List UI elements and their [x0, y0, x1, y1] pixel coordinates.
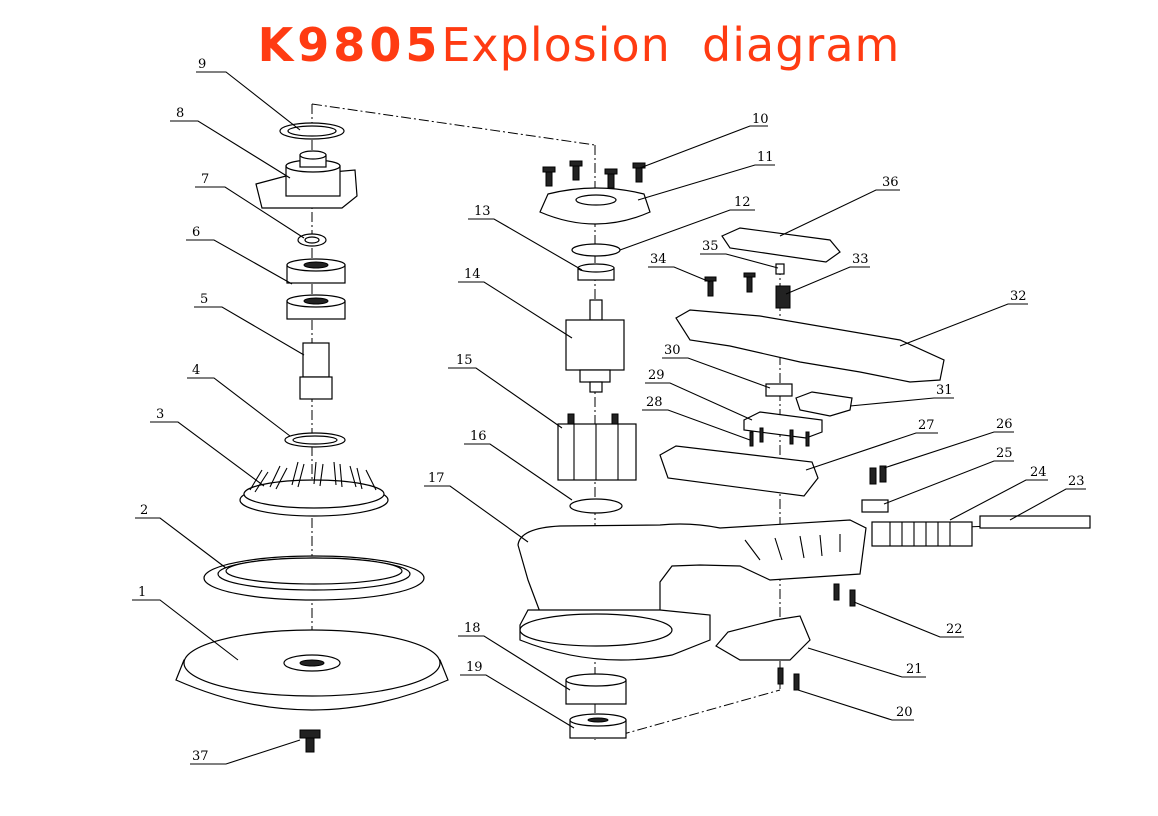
- part-33-spring: [775, 285, 791, 309]
- callout-32: 32: [1010, 289, 1027, 304]
- part-5-shaft: [299, 342, 333, 400]
- callout-35: 35: [702, 239, 719, 254]
- title-text: Explosion diagram: [441, 18, 901, 72]
- part-37-bolt: [299, 729, 321, 753]
- part-6-bearings: [286, 258, 346, 320]
- part-27-controller: [659, 445, 819, 497]
- callout-4: 4: [192, 363, 200, 378]
- part-10-screws: [542, 160, 646, 189]
- callout-27: 27: [918, 418, 935, 433]
- part-8-counterweight: [255, 150, 358, 209]
- callout-1: 1: [138, 585, 146, 600]
- callout-24: 24: [1030, 465, 1047, 480]
- callout-3: 3: [156, 407, 164, 422]
- callout-19: 19: [466, 660, 483, 675]
- callout-7: 7: [201, 172, 209, 187]
- callout-15: 15: [456, 353, 473, 368]
- part-4-circlip: [284, 432, 346, 448]
- callout-30: 30: [664, 343, 681, 358]
- part-29-pcb: [743, 411, 823, 439]
- callout-14: 14: [464, 267, 481, 282]
- callout-8: 8: [176, 106, 184, 121]
- part-7-washer: [297, 233, 327, 247]
- part-3-fan: [239, 461, 389, 517]
- part-1-pad: [175, 629, 449, 711]
- part-28-pins: [749, 427, 810, 447]
- part-2-ring: [203, 555, 425, 601]
- callout-10: 10: [752, 112, 769, 127]
- part-34-screws: [704, 272, 756, 297]
- callout-labels: 9 8 7 6 5 4 3 2 1 37 10 11 12 13 14 15 1…: [138, 57, 1085, 764]
- part-35-spring-pin: [775, 263, 785, 275]
- callout-23: 23: [1068, 474, 1085, 489]
- part-20-screws: [777, 667, 800, 691]
- callout-13: 13: [474, 204, 491, 219]
- callout-22: 22: [946, 622, 963, 637]
- callout-9: 9: [198, 57, 206, 72]
- part-23-cable: [979, 515, 1091, 529]
- callout-21: 21: [906, 662, 923, 677]
- part-30-connector: [765, 383, 793, 397]
- callout-6: 6: [192, 225, 200, 240]
- part-18-bearing-seat: [565, 673, 627, 705]
- callout-5: 5: [200, 292, 208, 307]
- part-14-rotor: [565, 299, 625, 393]
- callout-16: 16: [470, 429, 487, 444]
- callout-11: 11: [757, 150, 774, 165]
- part-9-circlip: [279, 122, 345, 140]
- model-number: K9805: [257, 18, 442, 72]
- callout-29: 29: [648, 368, 665, 383]
- callout-2: 2: [140, 503, 148, 518]
- part-13-bearing: [577, 263, 615, 281]
- callout-18: 18: [464, 621, 481, 636]
- part-31-switch: [795, 391, 853, 417]
- part-17-housing: [517, 519, 867, 661]
- part-24-cable-sleeve: [871, 521, 973, 547]
- callout-34: 34: [650, 252, 667, 267]
- callout-12: 12: [734, 195, 751, 210]
- callout-28: 28: [646, 395, 663, 410]
- part-12-oring: [571, 243, 621, 257]
- part-32-top-cover: [675, 309, 945, 383]
- callout-36: 36: [882, 175, 899, 190]
- part-19-bearing: [569, 713, 627, 739]
- part-26-screws: [869, 465, 887, 485]
- part-11-motor-cover: [539, 187, 651, 225]
- part-22-screws: [833, 583, 856, 607]
- callout-17: 17: [428, 471, 445, 486]
- leader-lines: [132, 71, 1086, 765]
- callout-20: 20: [896, 705, 913, 720]
- part-21-dust-port: [715, 615, 811, 661]
- diagram-title: K9805Explosion diagram: [0, 18, 1158, 72]
- callout-31: 31: [936, 383, 953, 398]
- callout-26: 26: [996, 417, 1013, 432]
- callout-33: 33: [852, 252, 869, 267]
- part-16-oring: [569, 498, 623, 514]
- part-15-stator: [557, 413, 637, 481]
- part-36-bracket: [721, 227, 841, 263]
- callout-25: 25: [996, 446, 1013, 461]
- part-25-clamp: [861, 499, 889, 513]
- callout-37: 37: [192, 749, 209, 764]
